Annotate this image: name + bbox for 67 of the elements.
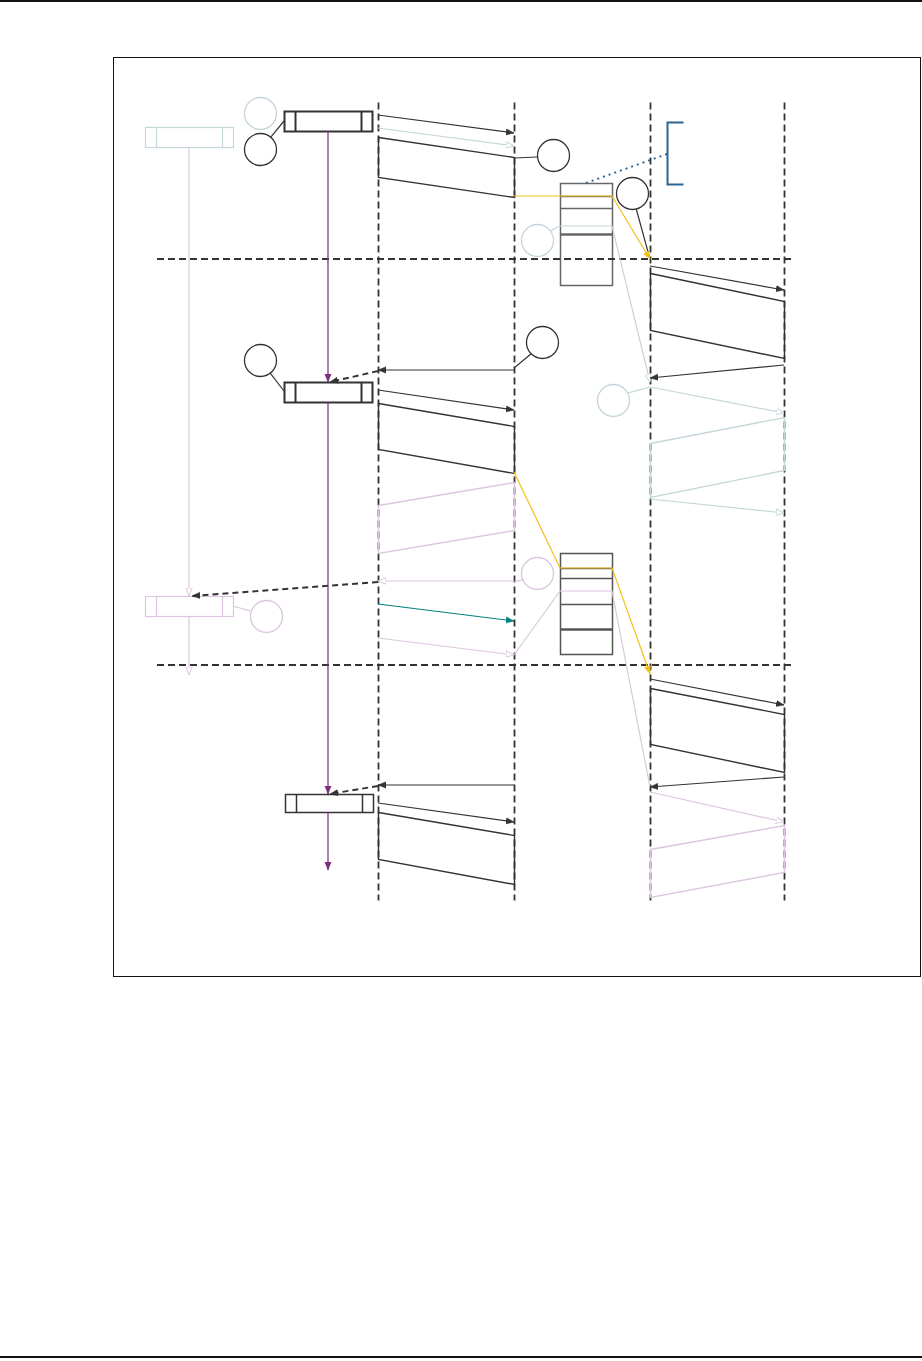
process-box — [282, 109, 374, 133]
leader-line — [269, 372, 285, 392]
arrow — [377, 127, 515, 149]
callout-circle — [248, 598, 284, 634]
arrow — [185, 615, 193, 676]
parallelogram — [376, 135, 516, 199]
parallelogram — [376, 480, 516, 555]
buffer-stack — [558, 551, 614, 656]
buffer-stack — [558, 181, 614, 287]
callout-circle — [535, 137, 571, 173]
connector-line — [513, 471, 561, 569]
arrow — [377, 389, 515, 413]
arrow — [649, 678, 785, 707]
callout-circle — [614, 175, 650, 211]
process-box — [143, 594, 235, 618]
callout-circle — [595, 382, 631, 418]
leader-line — [549, 225, 561, 232]
connector-line — [513, 195, 561, 197]
arrow — [377, 802, 515, 825]
process-box — [283, 792, 375, 814]
parallelogram — [648, 271, 786, 360]
bracket — [665, 120, 685, 186]
arrow — [324, 401, 332, 795]
arrow — [649, 498, 785, 516]
leader-line — [513, 579, 524, 583]
leader-line — [232, 605, 252, 612]
parallelogram — [376, 810, 516, 886]
arrow — [185, 146, 193, 597]
arrow — [377, 366, 515, 374]
leader-line — [513, 156, 538, 159]
arrow — [377, 114, 515, 136]
process-box — [282, 380, 374, 404]
leader-line — [513, 353, 532, 369]
parallelogram — [376, 401, 516, 475]
leader-line — [635, 207, 651, 260]
arrow — [377, 603, 515, 624]
connector-line — [513, 590, 561, 656]
dashed-arrow — [191, 581, 379, 599]
arrow — [324, 811, 332, 871]
arrow — [559, 195, 651, 260]
connector-line — [559, 590, 651, 788]
leader-line — [270, 120, 285, 138]
arrow — [324, 130, 332, 383]
arrow — [377, 781, 515, 789]
dashed-arrow — [329, 370, 379, 384]
arrow — [559, 225, 652, 383]
parallelogram — [648, 686, 786, 774]
callout-circle — [242, 131, 278, 167]
callout-circle — [519, 555, 555, 591]
arrow — [559, 567, 651, 675]
arrow — [649, 364, 785, 381]
process-box — [143, 125, 235, 149]
arrow — [649, 386, 785, 416]
arrow — [649, 791, 785, 824]
arrow — [649, 776, 785, 790]
parallelogram — [648, 823, 786, 899]
arrow — [649, 265, 785, 292]
callout-circle — [519, 222, 555, 258]
dotted-line — [585, 153, 668, 184]
arrow — [377, 637, 515, 658]
callout-circle — [242, 95, 278, 131]
arrow — [377, 577, 515, 585]
callout-circle — [524, 324, 560, 360]
dashed-arrow — [329, 785, 379, 797]
parallelogram — [648, 415, 786, 499]
leader-line — [626, 386, 651, 394]
callout-circle — [242, 342, 278, 378]
